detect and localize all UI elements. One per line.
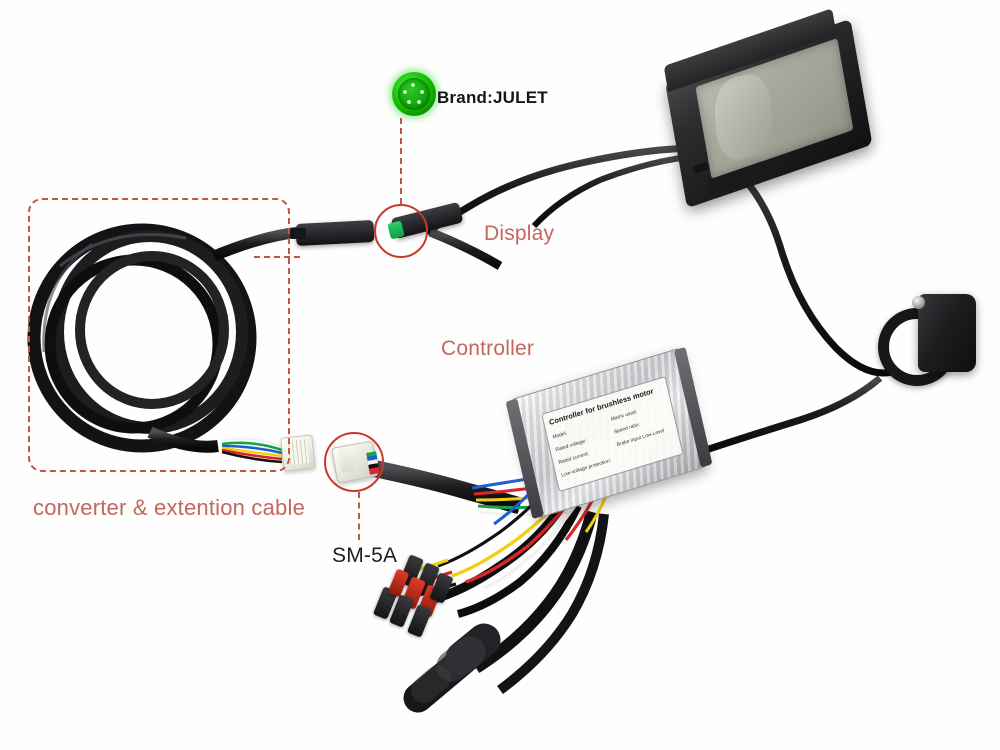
clamp-body xyxy=(918,294,976,372)
julet-connector-icon xyxy=(392,72,436,116)
waterproof-female-connector xyxy=(295,219,375,247)
display-label: Display xyxy=(484,222,555,245)
julet-pin xyxy=(403,90,407,94)
controller-label-row: Rated current: xyxy=(557,450,590,466)
sm5a-leader-line xyxy=(358,492,360,540)
controller-housing: Controller for brushless motor Model: Ra… xyxy=(505,346,713,520)
controller-label-row: Model: xyxy=(552,430,568,441)
sm5a-label: SM-5A xyxy=(332,544,398,567)
controller-label: Controller xyxy=(441,337,535,360)
controller-label-row: Rated voltage: xyxy=(554,437,588,454)
handlebar-clamp-unit xyxy=(872,284,988,392)
converter-cable-leader-line xyxy=(254,256,300,258)
converter-cable-highlight-box xyxy=(28,198,290,472)
connector-strain-relief xyxy=(290,228,306,239)
brand-label: Brand:JULET xyxy=(437,88,548,107)
motor-controller-unit: Controller for brushless motor Model: Ra… xyxy=(505,346,713,524)
julet-leader-line xyxy=(400,118,402,204)
julet-connector-face xyxy=(398,78,430,110)
lcd-display-unit xyxy=(648,0,905,235)
controller-label-row: Matrix used: xyxy=(610,408,638,423)
converter-cable-label: converter & extention cable xyxy=(33,495,305,520)
julet-pin xyxy=(411,83,415,87)
clamp-screw-icon xyxy=(912,296,925,309)
clamp-lead-cable xyxy=(698,375,883,456)
sm5a-sleeve-cable xyxy=(370,459,523,515)
julet-connector-highlight-circle xyxy=(374,204,428,258)
bullet-connector-black xyxy=(406,604,433,638)
sm5a-highlight-circle xyxy=(324,432,384,492)
waterproof-motor-connector xyxy=(403,623,501,713)
controller-label-row: Speed ratio: xyxy=(613,421,641,436)
julet-pin xyxy=(417,100,421,104)
julet-pin xyxy=(407,100,411,104)
julet-pin xyxy=(420,90,424,94)
